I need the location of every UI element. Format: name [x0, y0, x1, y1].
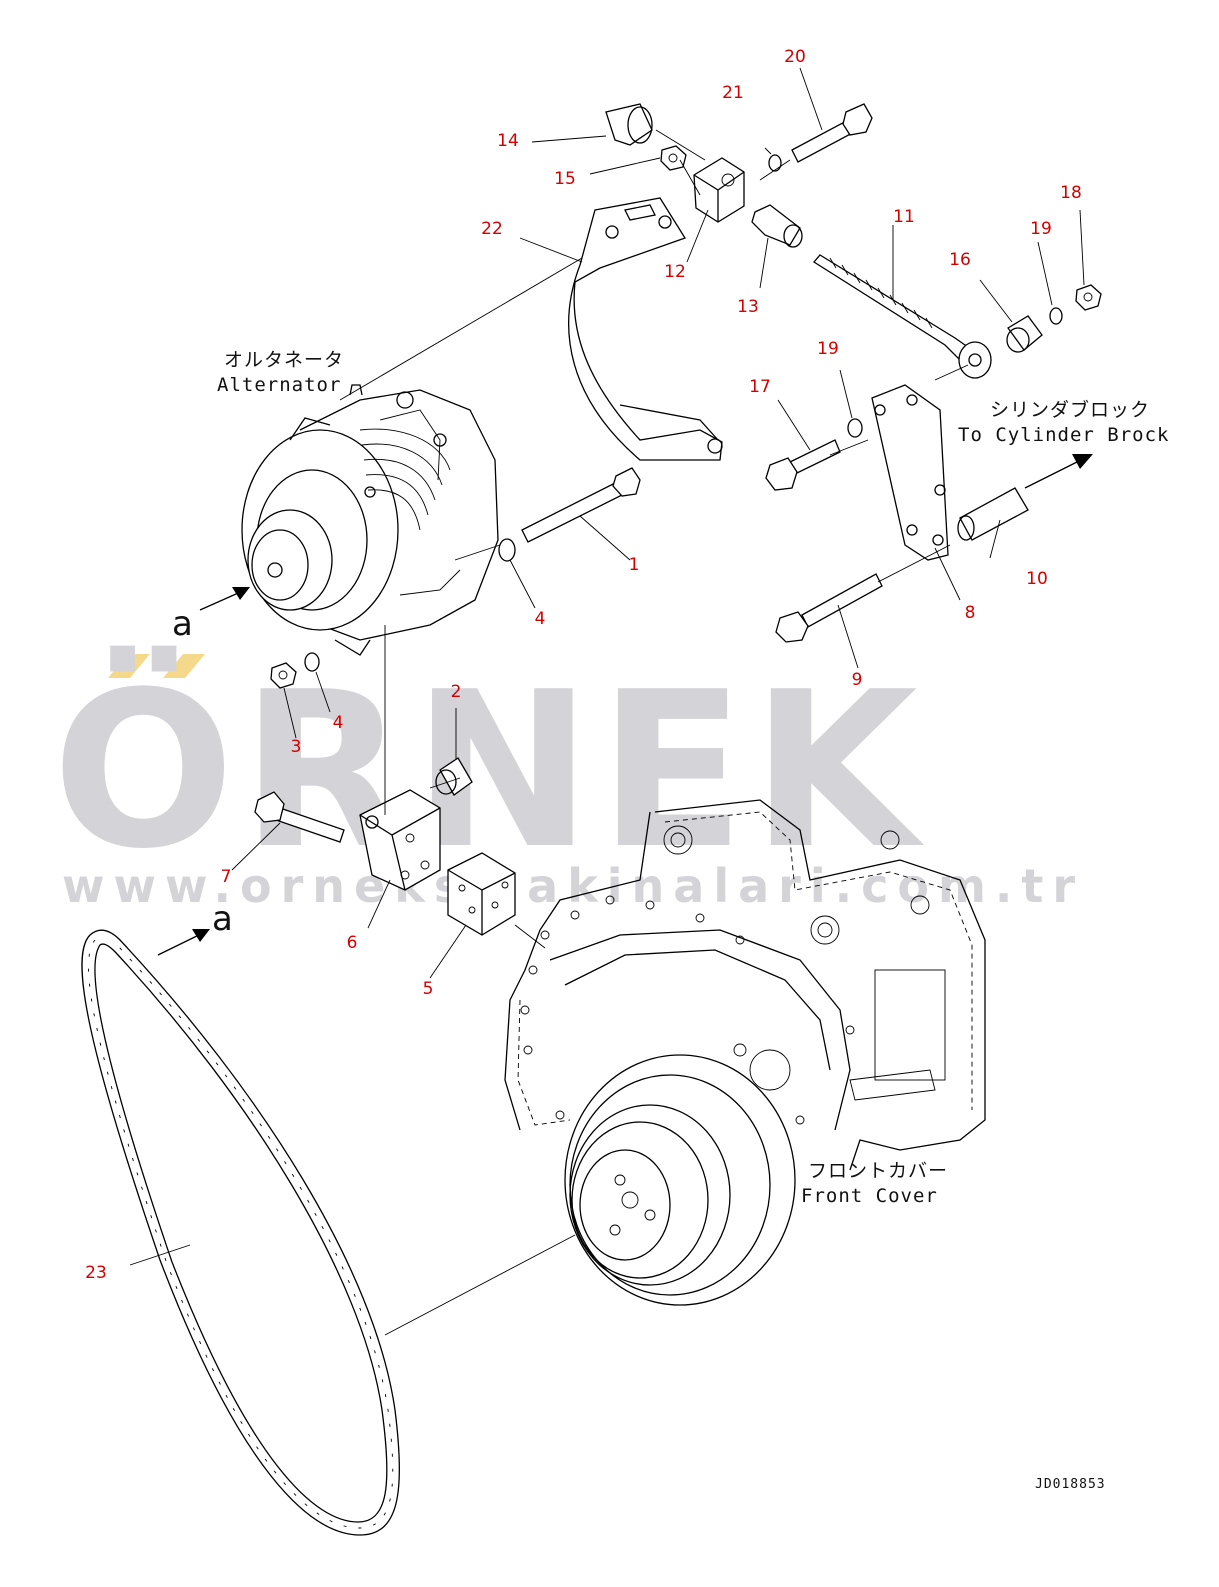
callout-15: 15 [554, 169, 576, 189]
callout-4-upper: 4 [535, 609, 546, 629]
view-arrow-head-2 [192, 929, 210, 942]
callout-3: 3 [291, 737, 302, 757]
cylinder-label-jp: シリンダブロック [990, 398, 1150, 421]
callout-5: 5 [423, 979, 434, 999]
callout-10: 10 [1026, 569, 1048, 589]
callout-7: 7 [221, 867, 232, 887]
part-11-adjust-rod [813, 254, 992, 379]
drawing-code: JD018853 [1035, 1477, 1106, 1492]
part-8-plate [871, 384, 949, 561]
alternator [241, 384, 499, 656]
leader-lines [129, 67, 1085, 1266]
watermark-accent-left [108, 654, 150, 678]
callout-18: 18 [1060, 183, 1082, 203]
part-5-block [447, 852, 516, 936]
callout-13: 13 [737, 297, 759, 317]
part-10-spacer [957, 487, 1029, 541]
callout-6: 6 [347, 933, 358, 953]
part-4-washer-lower [304, 652, 320, 672]
alternator-label-en: Alternator [217, 374, 341, 396]
alternator-label-jp: オルタネータ [224, 349, 344, 371]
front-cover-label-jp: フロントカバー [808, 1160, 948, 1182]
part-19-washer-mid [847, 418, 863, 438]
engine-front-cover [504, 799, 986, 1306]
callout-4-lower: 4 [333, 713, 344, 733]
view-arrows [157, 454, 1093, 956]
part-19-washer-top [1049, 307, 1063, 325]
view-a-label-1: a [172, 604, 193, 644]
text-labels: オルタネータ Alternator シリンダブロック To Cylinder B… [172, 349, 1169, 1492]
callout-22: 22 [481, 219, 503, 239]
part-21-washer [768, 154, 782, 172]
callout-21: 21 [722, 83, 744, 103]
callout-17: 17 [749, 377, 771, 397]
assembly-lines [339, 129, 969, 1336]
adjust-bracket [568, 197, 723, 461]
part-2-collar [435, 757, 473, 796]
callout-12: 12 [664, 262, 686, 282]
watermark-accent-right [163, 654, 205, 678]
view-a-label-2: a [212, 899, 233, 939]
part-17-bolt [765, 439, 841, 491]
callout-9: 9 [852, 670, 863, 690]
part-4-washer [498, 538, 516, 562]
watermark: ÖRNEK www.orneksmakinalari.com.tr [52, 645, 1084, 913]
callout-2: 2 [451, 682, 462, 702]
front-cover-label-en: Front Cover [801, 1185, 938, 1207]
callout-20: 20 [784, 47, 806, 67]
part-14-collar [605, 103, 653, 146]
part-3-nut [270, 662, 297, 689]
part-6-bracket [359, 789, 441, 891]
callout-14: 14 [497, 131, 519, 151]
part-18-nut [1075, 284, 1102, 311]
part-12-block [693, 157, 745, 223]
callout-8: 8 [965, 603, 976, 623]
callout-19-top: 19 [1030, 219, 1052, 239]
callout-11: 11 [893, 207, 915, 227]
cylinder-label-en: To Cylinder Brock [958, 424, 1169, 446]
watermark-brand: ÖRNEK [52, 645, 925, 896]
watermark-url: www.orneksmakinalari.com.tr [62, 859, 1084, 913]
callout-23: 23 [85, 1263, 107, 1283]
part-1-bolt [521, 467, 641, 543]
cylinder-arrow-head [1072, 454, 1093, 469]
part-16-spacer [1006, 315, 1043, 353]
part-9-bolt [775, 573, 883, 643]
callout-1: 1 [629, 555, 640, 575]
part-15-nut [660, 145, 687, 171]
callout-16: 16 [949, 250, 971, 270]
part-13-pivot [751, 204, 803, 248]
part-7-bolt [254, 791, 345, 843]
v-belt [81, 929, 401, 1536]
callout-19-mid: 19 [817, 339, 839, 359]
part-20-bolt [791, 103, 873, 163]
view-arrow-head-1 [232, 587, 250, 600]
callout-numbers: 1 2 3 4 4 5 6 7 8 9 10 11 12 13 14 15 16… [85, 47, 1082, 1283]
